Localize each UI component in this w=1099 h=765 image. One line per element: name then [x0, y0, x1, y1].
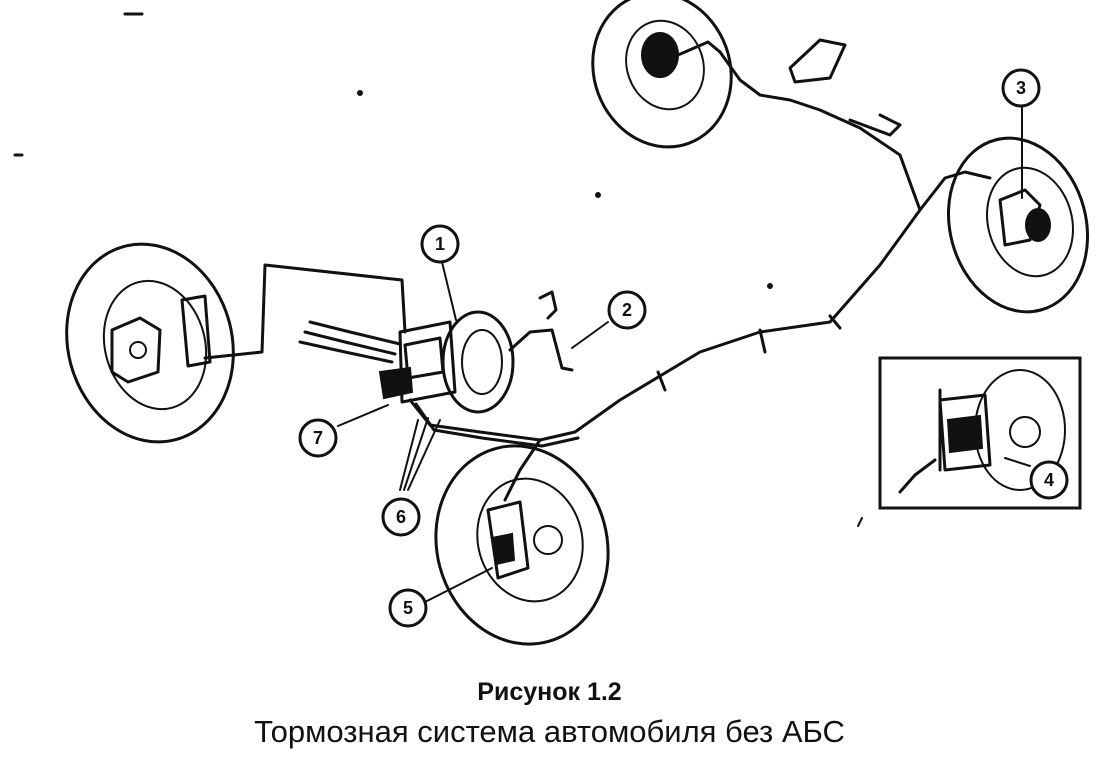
figure-number: Рисунок 1.2 — [477, 678, 622, 706]
callout-4: 4 — [1029, 460, 1069, 500]
callout-1: 1 — [420, 224, 460, 264]
callout-6: 6 — [381, 497, 421, 537]
brake-system-diagram: 1 2 3 4 5 6 7 — [13, 0, 1090, 646]
callout-3-label: 3 — [1016, 78, 1026, 98]
leader-lines — [337, 105, 1031, 603]
callout-7-label: 7 — [313, 428, 323, 448]
callout-5: 5 — [388, 588, 428, 628]
callout-3: 3 — [1001, 68, 1041, 108]
scan-artifacts — [13, 12, 863, 527]
brake-lines — [203, 38, 992, 502]
callout-2: 2 — [607, 290, 647, 330]
rear-right-wheel — [946, 136, 1090, 314]
rear-left-wheel — [591, 0, 733, 149]
front-right-wheel — [434, 444, 610, 646]
callout-6-label: 6 — [396, 507, 406, 527]
front-left-wheel — [65, 242, 235, 444]
callout-7: 7 — [298, 418, 338, 458]
callout-2-label: 2 — [622, 300, 632, 320]
callout-5-label: 5 — [403, 598, 413, 618]
callout-4-label: 4 — [1044, 470, 1054, 490]
figure-title: Тормозная система автомобиля без АБС — [254, 714, 845, 749]
brake-booster-and-master-cylinder — [298, 290, 574, 414]
callout-1-label: 1 — [435, 234, 445, 254]
